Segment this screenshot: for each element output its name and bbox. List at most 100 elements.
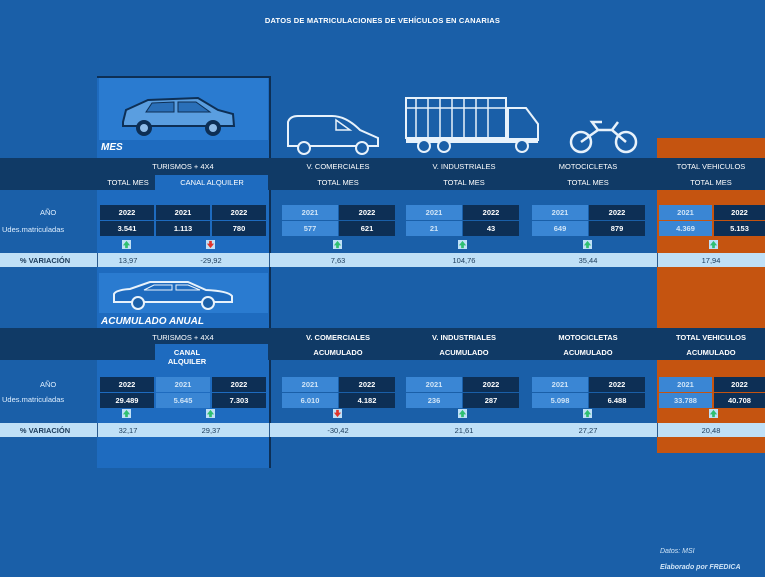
acu-var-com: -30,42 [327,426,349,435]
mes-section-label: MES [101,142,123,153]
arrow-up-icon [122,409,131,418]
acu-header-comerciales: V. COMERCIALES [306,333,370,342]
arrow-up-icon [583,409,592,418]
acu-mot-2022: 6.488 [589,393,645,408]
acu-ind-2022: 287 [463,393,519,408]
sedan-icon [113,281,233,310]
arrow-up-icon [333,240,342,249]
acu-tot-year-2022: 2022 [714,377,765,392]
acu-row-var: % VARIACIÓN [19,426,71,435]
canal-header-bg [155,175,268,190]
mes-variation-band [0,253,765,267]
suv-icon [122,96,236,136]
mes-sub-tot: TOTAL MES [690,178,732,187]
mes-mot-2021: 649 [532,221,588,236]
mes-tot-2022: 5.153 [714,221,765,236]
footer-author: Elaborado por FREDICA [660,564,741,571]
acu-header-motos: MOTOCICLETAS [558,333,618,342]
mes-canal-2021: 1.113 [156,221,210,236]
acu-canal-year-2022: 2022 [212,377,266,392]
mes-var-tot: 17,94 [701,256,721,265]
arrow-up-icon [206,409,215,418]
mes-tot-year-2022: 2022 [714,205,765,220]
mes-tur-year-2022: 2022 [100,205,154,220]
mes-mot-year-2021: 2021 [532,205,588,220]
acu-section-label: ACUMULADO ANUAL [101,316,204,327]
mes-var-canal: -29,92 [200,256,222,265]
acu-var-tot: 20,48 [701,426,721,435]
arrow-down-icon [333,409,342,418]
acu-canal-2021: 5.645 [156,393,210,408]
arrow-up-icon [458,240,467,249]
arrow-up-icon [458,409,467,418]
mes-sub-mot: TOTAL MES [567,178,609,187]
mes-tot-year-2021: 2021 [659,205,712,220]
acu-ind-year-2021: 2021 [406,377,462,392]
mes-tot-2021: 4.369 [659,221,712,236]
mes-com-year-2021: 2021 [282,205,338,220]
acu-header-band [0,328,765,360]
mes-var-com: 7,63 [330,256,346,265]
arrow-up-icon [583,240,592,249]
acu-sub-mot: ACUMULADO [563,348,613,357]
acu-header-turismos: TURISMOS + 4X4 [152,333,214,342]
acu-variation-band [0,423,765,437]
mes-com-2021: 577 [282,221,338,236]
acu-mot-year-2022: 2022 [589,377,645,392]
arrow-up-icon [709,240,718,249]
acu-sub-canal: CANAL ALQUILER [167,348,207,366]
arrow-up-icon [709,409,718,418]
acu-sub-ind: ACUMULADO [439,348,489,357]
acu-row-udes: Udes.matriculadas [2,395,65,404]
mes-com-2022: 621 [339,221,395,236]
mes-row-udes: Udes.matriculadas [2,225,65,234]
mes-sub-ind: TOTAL MES [443,178,485,187]
mes-sub-com: TOTAL MES [317,178,359,187]
mes-ind-year-2021: 2021 [406,205,462,220]
acu-mot-2021: 5.098 [532,393,588,408]
acu-tot-2022: 40.708 [714,393,765,408]
mes-com-year-2022: 2022 [339,205,395,220]
mes-var-mot: 35,44 [578,256,598,265]
mes-header-total: TOTAL VEHICULOS [676,162,746,171]
acu-com-year-2022: 2022 [339,377,395,392]
acu-com-2021: 6.010 [282,393,338,408]
mes-header-motos: MOTOCICLETAS [558,162,618,171]
acu-com-2022: 4.182 [339,393,395,408]
acu-header-total: TOTAL VEHICULOS [675,333,746,342]
mes-header-industriales: V. INDUSTRIALES [432,162,496,171]
mes-tur-2022: 3.541 [100,221,154,236]
acu-ind-2021: 236 [406,393,462,408]
acu-com-year-2021: 2021 [282,377,338,392]
mes-ind-2021: 21 [406,221,462,236]
mes-row-var: % VARIACIÓN [19,256,71,265]
mes-canal-2022: 780 [212,221,266,236]
mes-ind-year-2022: 2022 [463,205,519,220]
acu-sub-tot: ACUMULADO [686,348,736,357]
arrow-up-icon [122,240,131,249]
truck-icon [405,97,539,153]
mes-header-comerciales: V. COMERCIALES [306,162,370,171]
van-icon [287,115,379,155]
acu-var-ind: 21,61 [454,426,474,435]
page-title: DATOS DE MATRICULACIONES DE VEHÍCULOS EN… [264,16,501,25]
acu-canal-2022: 7.303 [212,393,266,408]
mes-mot-2022: 879 [589,221,645,236]
acu-canal-year-2021: 2021 [156,377,210,392]
acu-tur-year-2022: 2022 [100,377,154,392]
mes-sub-tur-total: TOTAL MES [107,178,149,187]
acu-var-mot: 27,27 [578,426,598,435]
acu-sub-com: ACUMULADO [313,348,363,357]
mes-row-anio: AÑO [40,208,57,217]
acu-ind-year-2022: 2022 [463,377,519,392]
turismos-panel-top [97,76,269,78]
acu-header-industriales: V. INDUSTRIALES [432,333,496,342]
acu-row-anio: AÑO [40,380,57,389]
acu-tur-2022: 29.489 [100,393,154,408]
acu-var-canal: 29,37 [201,426,221,435]
motorcycle-icon [569,120,638,154]
acu-tot-year-2021: 2021 [659,377,712,392]
mes-var-ind: 104,76 [452,256,476,265]
mes-header-turismos: TURISMOS + 4X4 [152,162,214,171]
arrow-down-icon [206,240,215,249]
